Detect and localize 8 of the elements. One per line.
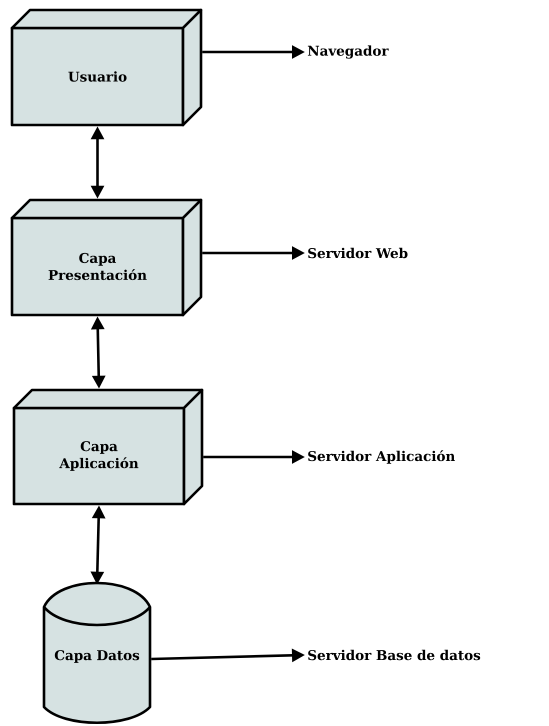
box-3d: Usuario: [10, 8, 202, 126]
server-label: Servidor Web: [308, 248, 408, 258]
box-3d: Capa Presentación: [10, 198, 202, 316]
database-cylinder: Capa Datos: [42, 582, 152, 724]
box-3d: Capa Aplicación: [12, 388, 204, 506]
server-label: Navegador: [308, 45, 389, 59]
server-label: Servidor Base de datos: [308, 650, 480, 660]
server-label: Servidor Aplicación: [308, 450, 455, 464]
